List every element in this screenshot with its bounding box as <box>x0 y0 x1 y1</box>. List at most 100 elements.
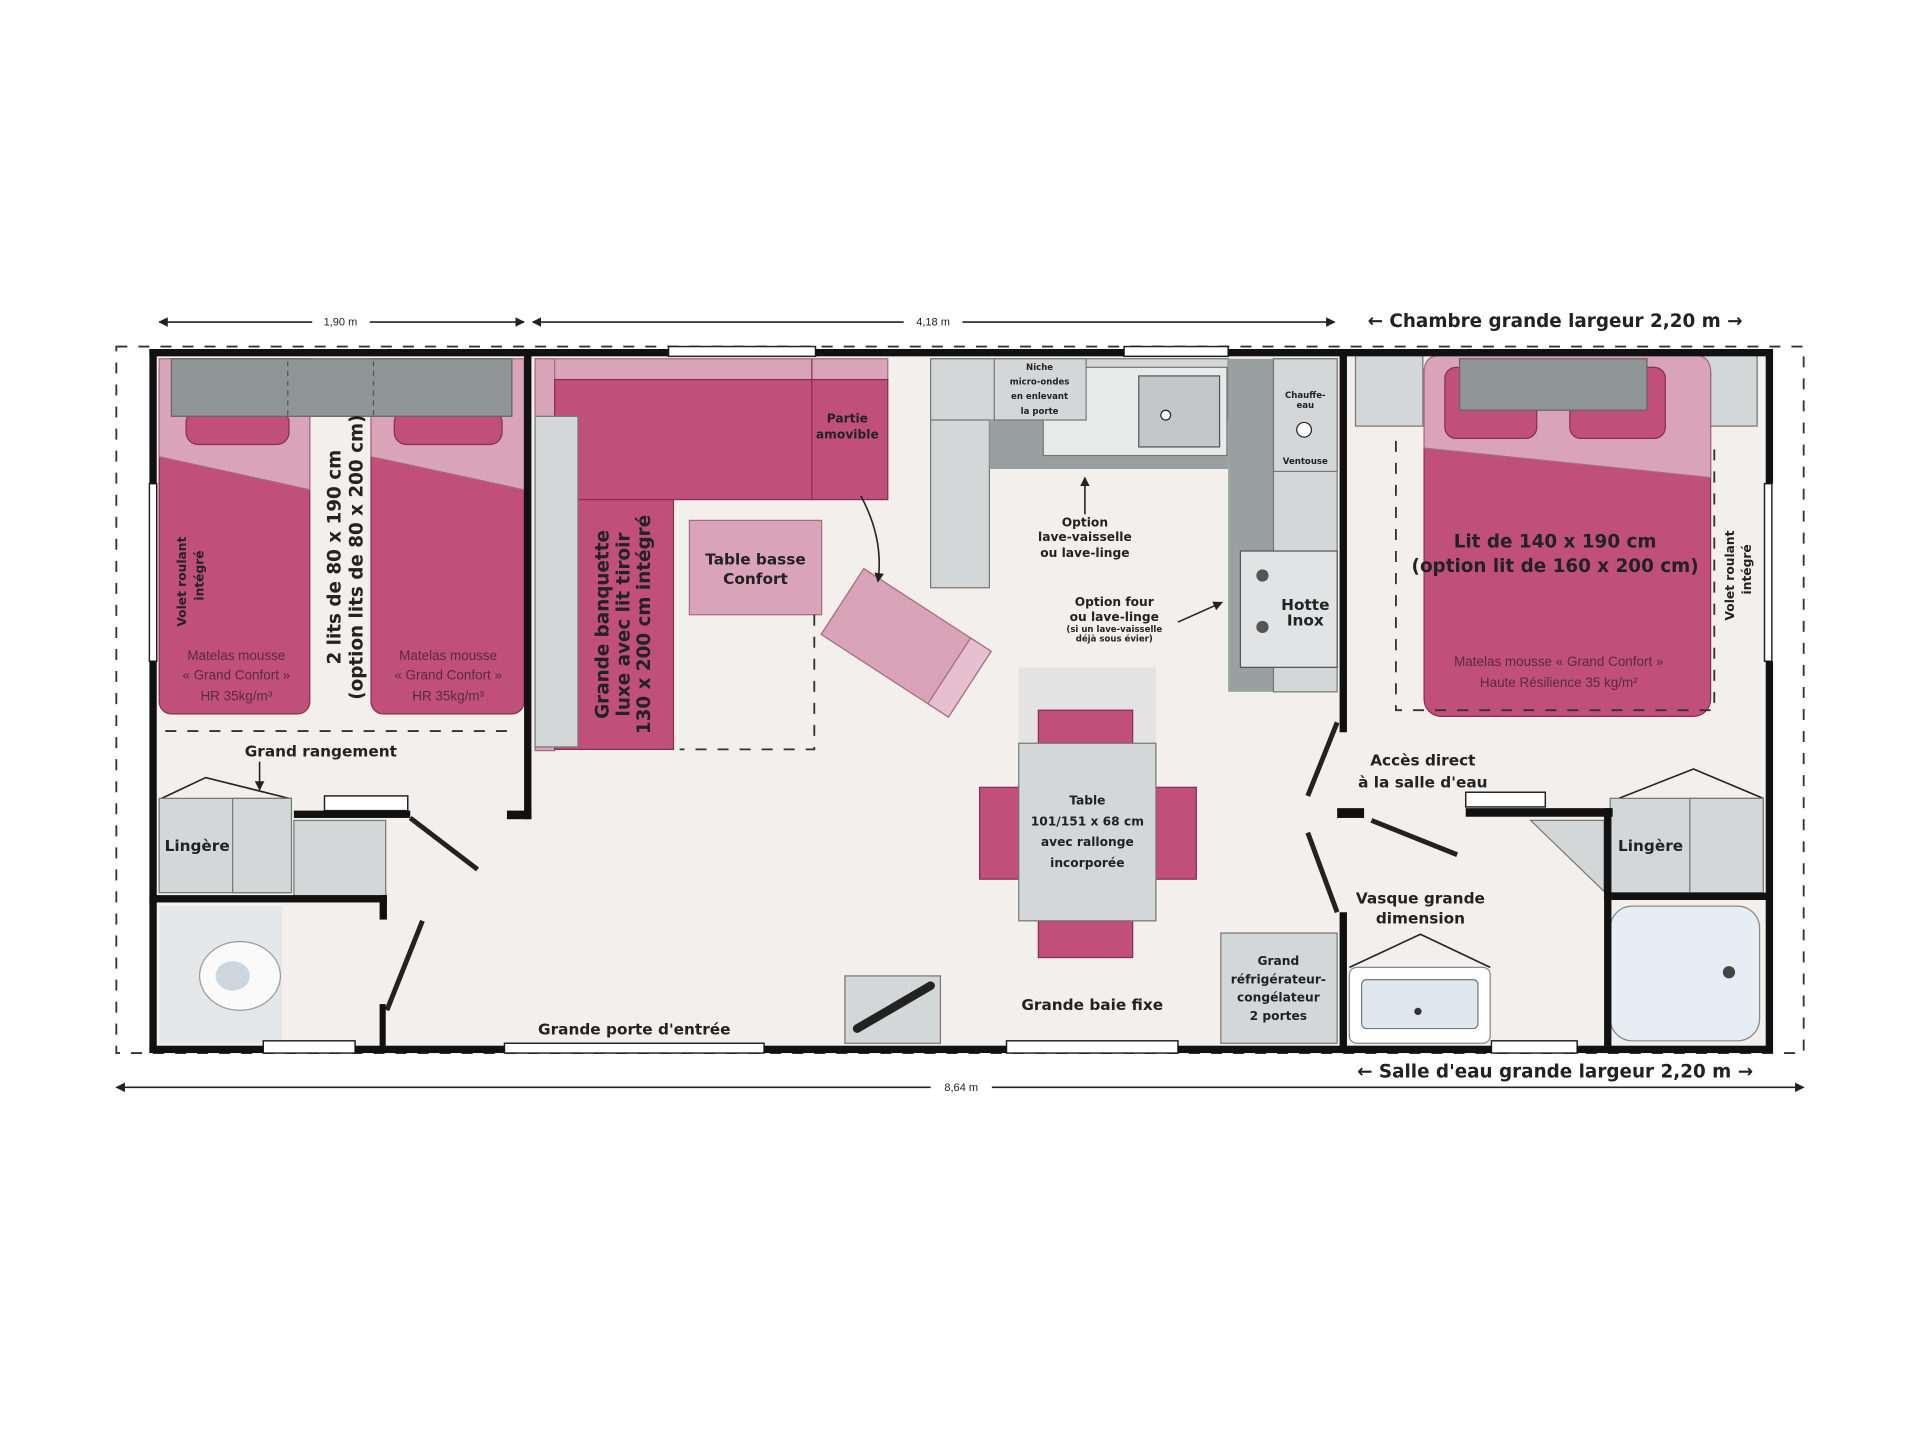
headboard <box>1458 358 1648 411</box>
mattress-label: HR 35kg/m³ <box>412 688 484 703</box>
oven-label: ou lave-linge <box>1070 610 1159 624</box>
burner-icon <box>1256 569 1269 582</box>
living-area: Partie amovible Grande banquette luxe av… <box>503 345 1338 1054</box>
bench-label: 130 x 200 cm intégré <box>634 515 655 734</box>
bed-outline <box>1395 440 1716 712</box>
bench-label: Grande banquette <box>593 530 614 719</box>
arrow-icon <box>1177 601 1223 623</box>
kitchen: Niche micro-ondes en enlevant la porte C… <box>929 345 1338 693</box>
dishwasher-label: Option <box>1062 516 1108 530</box>
bay-window-label: Grande baie fixe <box>1021 996 1163 1014</box>
water-heater-label: Chauffe- <box>1285 391 1326 401</box>
arrow-icon <box>860 495 884 583</box>
window-left <box>148 482 158 662</box>
dimension-left-bedroom: 1,90 m <box>324 317 358 329</box>
wall <box>1177 1045 1492 1054</box>
window-living <box>667 345 817 358</box>
hood-label: Inox <box>1287 612 1324 630</box>
mattress-label: « Grand Confort » <box>182 668 290 683</box>
dishwasher-label: ou lave-linge <box>1040 546 1129 560</box>
door-bathroom <box>1370 818 1459 857</box>
terrace-outline <box>115 345 1805 1054</box>
basin-label: Vasque grande <box>1356 890 1485 908</box>
mattress-label: Matelas mousse <box>399 648 497 663</box>
coffee-table-label: Confort <box>723 570 788 588</box>
window-small <box>323 795 409 812</box>
wall <box>355 1045 505 1054</box>
cushion-edge <box>927 637 992 718</box>
window-bathroom <box>1490 1040 1578 1054</box>
bed-label: Lit de 140 x 190 cm <box>1454 531 1657 552</box>
microwave-label: en enlevant <box>1011 392 1068 402</box>
bench-drawer <box>534 415 579 748</box>
heater-icon <box>852 981 935 1033</box>
mattress-label: Matelas mousse <box>187 648 285 663</box>
coffee-table <box>688 519 823 616</box>
entrance-label: Grande porte d'entrée <box>538 1021 730 1039</box>
vent-label: Ventouse <box>1283 457 1328 467</box>
wall <box>1765 661 1774 1054</box>
bench-label: luxe avec lit tiroir <box>613 532 634 716</box>
entrance-door <box>503 1042 765 1054</box>
bed-option-label: (option lit de 160 x 200 cm) <box>1412 556 1699 577</box>
mattress-label: Matelas mousse « Grand Confort » <box>1454 654 1663 669</box>
door-swing <box>161 776 290 800</box>
window-kitchen <box>1123 345 1229 358</box>
basin-label: dimension <box>1376 909 1465 927</box>
wall <box>149 348 157 484</box>
fridge-label: réfrigérateur- <box>1231 972 1326 986</box>
wall <box>1604 808 1612 1050</box>
wall <box>1604 892 1770 900</box>
linen-label: Lingère <box>165 837 230 855</box>
mattress-label: Haute Résilience 35 kg/m² <box>1480 675 1638 690</box>
wall <box>1339 348 1347 733</box>
microwave-label: Niche <box>1026 363 1053 373</box>
door-bedroom-right <box>1305 721 1340 797</box>
oven-label: Option four <box>1075 595 1154 609</box>
window-right <box>1763 482 1773 662</box>
wall <box>149 895 387 903</box>
fridge-label: Grand <box>1257 954 1299 968</box>
right-bedroom: Lit de 140 x 190 cm (option lit de 160 x… <box>1305 354 1773 797</box>
coffee-table-label: Table basse <box>705 550 806 568</box>
fridge <box>1220 932 1338 1044</box>
shutter-label: intégré <box>1740 544 1754 594</box>
removable-label: amovible <box>816 427 879 441</box>
chair-left <box>978 786 1020 880</box>
wall <box>1765 348 1774 484</box>
dimension-right-bedroom: ← Chambre grande largeur 2,20 m → <box>1368 311 1743 332</box>
microwave-label: micro-ondes <box>1010 377 1070 387</box>
storage-label: Grand rangement <box>245 743 397 761</box>
dimension-bathroom: ← Salle d'eau grande largeur 2,20 m → <box>1357 1062 1753 1083</box>
door-bedroom-left <box>408 816 480 872</box>
coffee-table-outline <box>679 614 816 751</box>
wall <box>1465 808 1613 817</box>
wall <box>293 810 411 818</box>
wall <box>149 348 669 357</box>
hanger-rail <box>232 797 293 894</box>
water-heater-label: eau <box>1296 401 1314 411</box>
shutter-label: intégré <box>192 550 206 600</box>
oven-label: (si un lave-vaisselle <box>1066 625 1162 635</box>
dining-table <box>1018 742 1157 922</box>
hanger-rail <box>1689 797 1764 894</box>
toilet-bowl <box>215 961 250 991</box>
burner-icon <box>1256 620 1269 634</box>
microwave-niche <box>993 358 1087 421</box>
wall <box>379 895 387 920</box>
chair-right <box>1155 786 1197 880</box>
mattress-label: « Grand Confort » <box>394 668 502 683</box>
wardrobe <box>1354 354 1424 427</box>
oven-label: déjà sous évier) <box>1076 634 1153 645</box>
dimension-total: 8,64 m <box>944 1082 978 1094</box>
cabinet-swing <box>1349 933 1491 969</box>
dimension-lines: 1,90 m 4,18 m ← Chambre grande largeur 2… <box>115 311 1805 1094</box>
shutter-label: Volet roulant <box>1723 530 1737 620</box>
removable-part-moved <box>820 567 992 718</box>
vent-icon <box>1296 421 1313 438</box>
hood-label: Hotte <box>1281 596 1329 614</box>
window-wc <box>262 1040 356 1054</box>
table-label: Table <box>1069 793 1105 807</box>
fridge-label: 2 portes <box>1250 1009 1307 1023</box>
